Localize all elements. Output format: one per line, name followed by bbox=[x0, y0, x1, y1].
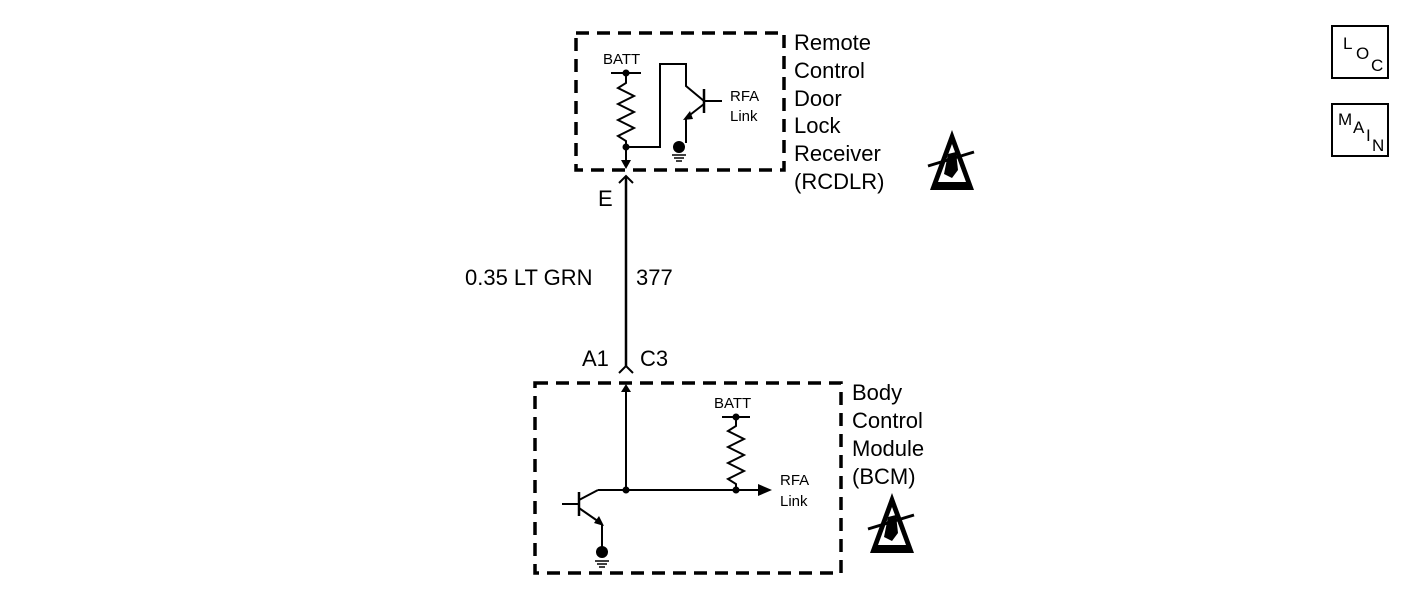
bcm-name-line-2: Control bbox=[852, 408, 923, 433]
loc-letter-o: O bbox=[1356, 44, 1370, 63]
esd-warning-icon bbox=[927, 130, 975, 190]
bcm-output-label-2: Link bbox=[780, 493, 808, 510]
bcm-transistor-collector bbox=[578, 489, 599, 501]
rcdlr-connector-pin: E bbox=[598, 186, 613, 211]
bcm-name-line-3: Module bbox=[852, 436, 924, 461]
bcm-output-label-1: RFA bbox=[780, 472, 809, 489]
main-letter-n: N bbox=[1372, 136, 1385, 155]
loc-button[interactable]: L O C bbox=[1331, 25, 1389, 79]
bcm-name-line-1: Body bbox=[852, 380, 902, 405]
rcdlr-name-line-3: Door bbox=[794, 86, 842, 111]
main-button[interactable]: M A I N bbox=[1331, 103, 1389, 157]
rcdlr-emitter-arrow bbox=[683, 111, 693, 120]
bcm-connector-pin: A1 bbox=[582, 346, 609, 371]
wire-circuit-number: 377 bbox=[636, 265, 673, 290]
bcm-ground-node bbox=[596, 546, 608, 558]
rcdlr-resistor bbox=[615, 73, 637, 147]
rcdlr-output-label-1: RFA bbox=[730, 88, 759, 105]
bcm-ground-icon bbox=[595, 560, 609, 568]
bcm-boundary bbox=[533, 381, 843, 575]
rcdlr-ground-icon bbox=[672, 154, 686, 162]
rcdlr-output-label-2: Link bbox=[730, 108, 758, 125]
rcdlr-name-line-2: Control bbox=[794, 58, 865, 83]
rcdlr-ground-node bbox=[673, 141, 685, 153]
bcm-connector-symbol bbox=[618, 364, 634, 374]
main-letter-i: I bbox=[1366, 126, 1371, 145]
rcdlr-boundary bbox=[574, 31, 786, 172]
main-letter-a: A bbox=[1353, 118, 1365, 137]
main-letter-m: M bbox=[1338, 110, 1353, 129]
rcdlr-name-line-4: Lock bbox=[794, 113, 841, 138]
rcdlr-name: Remote Control Door Lock Receiver (RCDLR… bbox=[794, 30, 884, 194]
bcm-connector-id: C3 bbox=[640, 346, 668, 371]
bcm-resistor bbox=[725, 417, 747, 490]
bcm-batt-label: BATT bbox=[714, 395, 751, 412]
bcm-name: Body Control Module (BCM) bbox=[852, 380, 924, 489]
rcdlr-name-line-5: Receiver bbox=[794, 141, 881, 166]
bcm-output-arrow bbox=[758, 484, 772, 496]
rcdlr-connector-symbol bbox=[618, 174, 634, 184]
wire-gauge-color: 0.35 LT GRN bbox=[465, 265, 593, 290]
esd-warning-icon bbox=[867, 493, 915, 553]
bcm-emitter-arrow bbox=[594, 516, 604, 526]
bcm-name-line-4: (BCM) bbox=[852, 464, 916, 489]
rcdlr-name-line-6: (RCDLR) bbox=[794, 169, 884, 194]
rcdlr-name-line-1: Remote bbox=[794, 30, 871, 55]
rcdlr-output-arrow bbox=[621, 160, 631, 169]
loc-letter-c: C bbox=[1371, 56, 1384, 75]
rcdlr-collector-trace bbox=[626, 63, 705, 148]
rcdlr-batt-label: BATT bbox=[603, 51, 640, 68]
loc-letter-l: L bbox=[1343, 34, 1353, 53]
